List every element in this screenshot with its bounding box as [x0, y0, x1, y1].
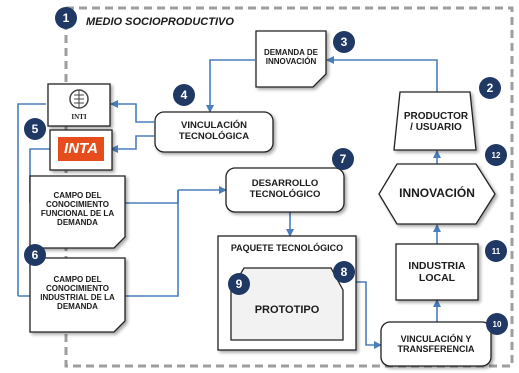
- badge-5: 5: [24, 118, 46, 140]
- arrow-demanda-to-vinculacion: [206, 59, 255, 113]
- inti-logo-icon: [69, 89, 89, 109]
- arrow-productor-to-demanda: [326, 56, 438, 92]
- campo-funcional-label: CAMPO DEL CONOCIMIENTO FUNCIONAL DE LA D…: [40, 190, 115, 228]
- badge-11: 11: [485, 240, 507, 262]
- industria-label: INDUSTRIA LOCAL: [408, 259, 466, 284]
- arrow-vinculacion-to-inti: [110, 100, 154, 123]
- badge-2: 2: [479, 77, 501, 99]
- innovacion-label: INNOVACIÓN: [399, 186, 475, 201]
- demanda-shape: [255, 30, 327, 88]
- campo-funcional-shape: [29, 175, 126, 249]
- badge-6: 6: [24, 244, 46, 266]
- inta-text: INTA: [64, 140, 98, 158]
- badge-12: 12: [485, 144, 507, 166]
- inti-text: INTI: [71, 112, 87, 121]
- arrow-vinculacion-to-inta: [110, 135, 154, 153]
- badge-9: 9: [228, 273, 250, 295]
- paquete-label: PAQUETE TECNOLÓGICO: [230, 242, 344, 253]
- vinculacion-trans-label: VINCULACIÓN Y TRANSFERENCIA: [397, 333, 475, 354]
- industria-shape: [395, 243, 479, 301]
- frame-title: MEDIO SOCIOPRODUCTIVO: [86, 15, 234, 28]
- demanda-label: DEMANDA DE INNOVACIÓN: [264, 47, 318, 66]
- vinculacion-tec-shape: [154, 111, 274, 153]
- prototipo-label: PROTOTIPO: [254, 303, 320, 316]
- line-inti-bracket: [17, 103, 46, 296]
- badge-1: 1: [55, 7, 77, 29]
- desarrollo-label: DESARROLLO TECNOLÓGICO: [249, 178, 321, 200]
- desarrollo-shape: [225, 167, 345, 213]
- badge-8: 8: [333, 261, 355, 283]
- productor-label: PRODUCTOR / USUARIO: [403, 110, 469, 134]
- vinculacion-tec-label: VINCULACIÓN TECNOLÓGICA: [178, 120, 250, 142]
- vinculacion-trans-shape: [380, 321, 492, 367]
- socioproductive-frame: [64, 6, 514, 368]
- innovacion-shape: [378, 163, 496, 225]
- line-campo-industrial-out: [125, 190, 179, 297]
- productor-shape: [393, 91, 477, 151]
- badge-10: 10: [486, 313, 508, 335]
- badge-3: 3: [333, 31, 355, 53]
- arrow-paquete-to-transferencia: [356, 281, 382, 349]
- badge-4: 4: [173, 84, 195, 106]
- badge-7: 7: [332, 148, 354, 170]
- line-campo-funcional-out: [125, 190, 179, 204]
- inta-logo-icon: [58, 137, 104, 161]
- campo-industrial-shape: [29, 257, 126, 333]
- campo-industrial-label: CAMPO DEL CONOCIMIENTO INDUSTRIAL DE LA …: [40, 274, 115, 312]
